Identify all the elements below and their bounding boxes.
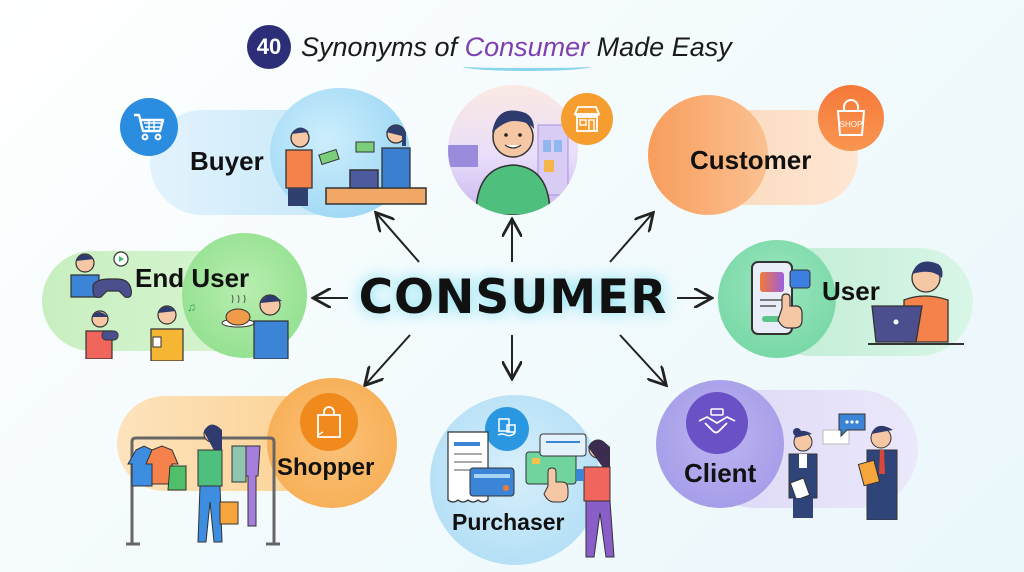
- food-server-illustration: [221, 294, 289, 359]
- synonym-label: User: [822, 276, 880, 306]
- title-accent-word: Consumer: [464, 31, 590, 62]
- synonym-card-buyer: Buyer: [120, 88, 440, 218]
- laptop-user-illustration: [868, 261, 964, 345]
- business-meeting-illustration: [788, 413, 898, 520]
- synonym-label: Shopper: [277, 454, 375, 481]
- synonym-label: Buyer: [190, 146, 264, 176]
- shopping-cart-icon: [120, 98, 178, 156]
- handshake-icon: [686, 392, 748, 454]
- synonym-label: Client: [684, 458, 757, 488]
- synonym-card-client: Client: [656, 380, 918, 520]
- game-controller-icon: [70, 251, 132, 298]
- music-listener-illustration: ♫: [150, 301, 196, 361]
- synonym-label: Customer: [690, 145, 812, 175]
- synonym-card-purchaser: Purchaser: [430, 385, 640, 565]
- synonym-card-end-user: End User ♫: [42, 233, 312, 363]
- title-text: Synonyms of Consumer Made Easy: [301, 31, 732, 62]
- mobile-app-icon: [751, 261, 811, 335]
- center-concept: CONSUMER: [358, 270, 668, 325]
- page-title: 40 Synonyms of Consumer Made Easy: [247, 24, 732, 70]
- storefront-icon: [561, 93, 613, 145]
- synonym-card-user: User: [718, 240, 973, 360]
- cashier-transaction-illustration: [285, 124, 427, 206]
- shopper-avatar-illustration: [448, 110, 569, 215]
- gamer-kid-illustration: [85, 310, 119, 359]
- synonym-label: End User: [135, 263, 250, 293]
- count-badge: 40: [247, 25, 291, 69]
- clothing-rack-shopper-illustration: [126, 424, 280, 546]
- svg-text:SHOP: SHOP: [840, 120, 863, 129]
- synonym-card-customer: SHOP Customer: [648, 85, 888, 220]
- synonym-label: Purchaser: [452, 509, 565, 535]
- phone-shopper-illustration: [576, 439, 615, 558]
- receipt-card-illustration: [447, 431, 587, 503]
- payment-card-icon: [485, 407, 529, 451]
- shopping-bag-icon: [300, 393, 358, 451]
- synonym-card-shopper: Shopper: [112, 378, 397, 548]
- synonym-card-shop-person: [443, 85, 623, 215]
- svg-text:♫: ♫: [187, 301, 196, 314]
- shop-bag-icon: SHOP: [818, 85, 884, 151]
